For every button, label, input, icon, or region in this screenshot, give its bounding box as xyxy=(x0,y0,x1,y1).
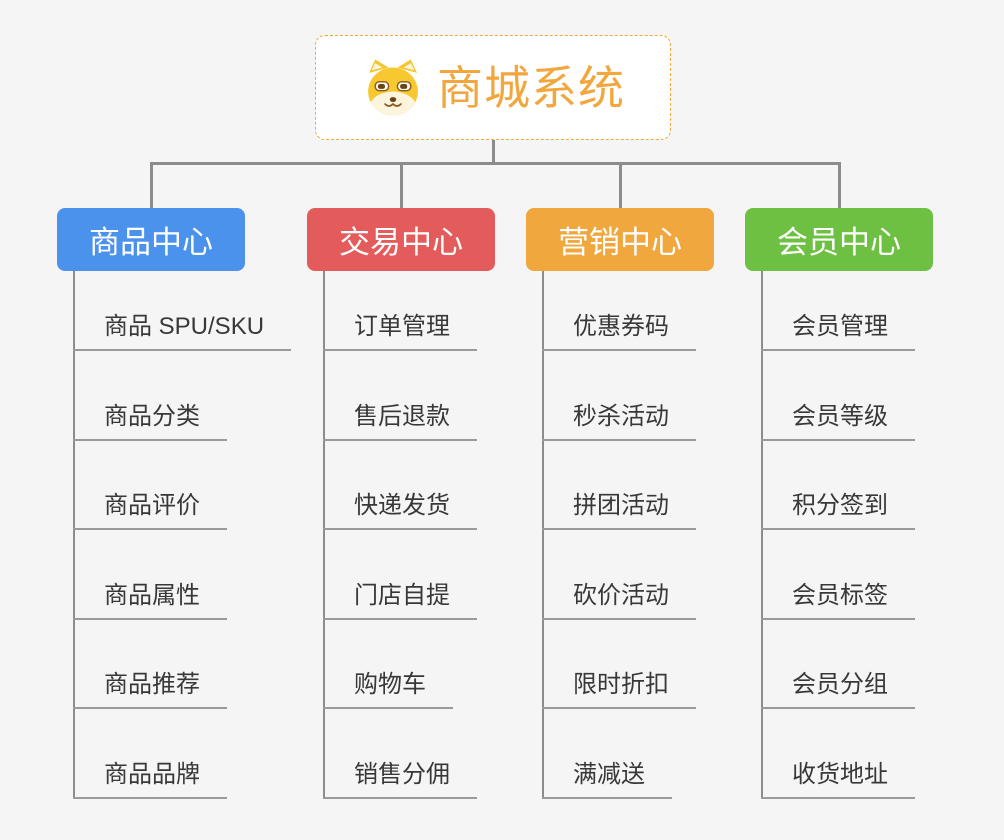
category-label: 商品中心 xyxy=(89,225,213,260)
leaf-node-shopping-cart[interactable]: 购物车 xyxy=(323,663,453,709)
leaf-node-limited-time-discount[interactable]: 限时折扣 xyxy=(542,663,696,709)
connector-column-goods xyxy=(73,271,75,799)
leaf-node-member-level[interactable]: 会员等级 xyxy=(761,395,915,441)
category-node-goods-center[interactable]: 商品中心 xyxy=(57,208,245,271)
leaf-node-shipping-address[interactable]: 收货地址 xyxy=(761,753,915,799)
leaf-node-sales-commission[interactable]: 销售分佣 xyxy=(323,753,477,799)
leaf-node-goods-category[interactable]: 商品分类 xyxy=(73,395,227,441)
root-title: 商城系统 xyxy=(437,61,625,114)
connector-column-member xyxy=(761,271,763,799)
category-node-trade-center[interactable]: 交易中心 xyxy=(307,208,495,271)
leaf-node-group-buy[interactable]: 拼团活动 xyxy=(542,484,696,530)
leaf-node-coupon-code[interactable]: 优惠券码 xyxy=(542,305,696,351)
leaf-node-goods-attribute[interactable]: 商品属性 xyxy=(73,574,227,620)
leaf-node-bargain-activity[interactable]: 砍价活动 xyxy=(542,574,696,620)
leaf-node-flash-sale[interactable]: 秒杀活动 xyxy=(542,395,696,441)
category-node-member-center[interactable]: 会员中心 xyxy=(745,208,933,271)
connector-column-marketing xyxy=(542,271,544,799)
connector-drop-marketing xyxy=(618,162,622,208)
leaf-node-goods-brand[interactable]: 商品品牌 xyxy=(73,753,227,799)
leaf-node-full-reduction[interactable]: 满减送 xyxy=(542,753,672,799)
leaf-node-goods-spu-sku[interactable]: 商品 SPU/SKU xyxy=(73,305,292,351)
leaf-node-goods-recommend[interactable]: 商品推荐 xyxy=(73,663,227,709)
connector-drop-member xyxy=(837,162,841,208)
leaf-node-aftersale-refund[interactable]: 售后退款 xyxy=(323,395,477,441)
leaf-node-express-delivery[interactable]: 快递发货 xyxy=(323,484,477,530)
leaf-node-points-checkin[interactable]: 积分签到 xyxy=(761,484,915,530)
connector-bus xyxy=(149,162,841,165)
leaf-node-order-management[interactable]: 订单管理 xyxy=(323,305,477,351)
connector-drop-trade xyxy=(399,162,403,208)
category-node-marketing-center[interactable]: 营销中心 xyxy=(526,208,714,271)
connector-column-trade xyxy=(323,271,325,799)
leaf-node-goods-review[interactable]: 商品评价 xyxy=(73,484,227,530)
category-label: 营销中心 xyxy=(558,225,682,260)
root-node-mall-system[interactable]: 商城系统 xyxy=(315,35,671,140)
category-label: 会员中心 xyxy=(777,225,901,260)
leaf-node-member-management[interactable]: 会员管理 xyxy=(761,305,915,351)
connector-root-stem xyxy=(491,140,495,164)
leaf-node-member-group[interactable]: 会员分组 xyxy=(761,663,915,709)
dog-face-icon xyxy=(368,59,418,116)
leaf-node-store-pickup[interactable]: 门店自提 xyxy=(323,574,477,620)
leaf-node-member-tag[interactable]: 会员标签 xyxy=(761,574,915,620)
connector-drop-goods xyxy=(149,162,153,208)
category-label: 交易中心 xyxy=(339,225,463,260)
